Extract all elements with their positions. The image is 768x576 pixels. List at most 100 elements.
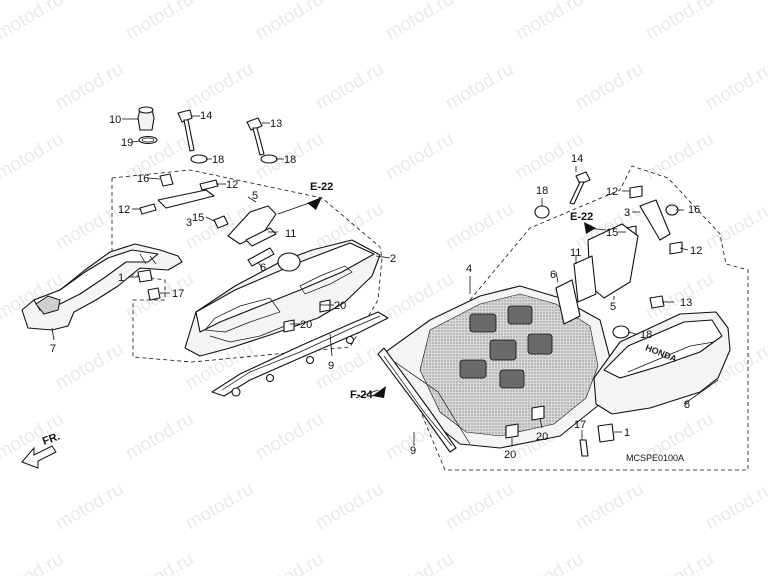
watermark-text: motod.ru: [312, 59, 387, 115]
front-cover-gasket: [377, 347, 457, 453]
side-cover-body: [21, 243, 183, 331]
cover-bolt: [579, 439, 589, 457]
side-cover-detail: [139, 253, 157, 265]
grommet: [534, 205, 550, 219]
bolt-shank: [569, 181, 585, 205]
breather-cover: [227, 205, 277, 245]
gasket-strip: [377, 347, 457, 453]
gasket-hole: [305, 355, 315, 365]
callout-l-19: 19: [121, 137, 133, 149]
seal: [573, 255, 597, 303]
callout-l-9b: 9: [410, 445, 416, 457]
rubber-pad: [629, 185, 643, 199]
callout-l-5a: 5: [252, 190, 258, 202]
callout-l-13a: 13: [270, 118, 282, 130]
watermark-text: motod.ru: [702, 59, 768, 115]
callout-l-12d: 12: [690, 245, 702, 257]
callout-l-20b: 20: [300, 319, 312, 331]
ref-f24-label: F-24: [350, 389, 374, 401]
head-cover-internals: [419, 293, 599, 437]
callout-l-18c: 18: [536, 185, 548, 197]
bolt-head: [177, 109, 193, 123]
watermark-text: motod.ru: [0, 549, 67, 576]
e22-left-arrow: [307, 197, 322, 210]
callout-l-12c: 12: [606, 186, 618, 198]
watermark-text: motod.ru: [0, 0, 67, 44]
front-arrow-label: FR.: [41, 430, 62, 447]
head-cover-rim: [391, 359, 471, 445]
bolt-shank: [252, 127, 265, 156]
callout-l-11b: 11: [570, 247, 581, 259]
right-group-frame: [399, 165, 749, 471]
callout-l-15b: 15: [606, 227, 618, 239]
callout-l-1a: 1: [118, 272, 124, 284]
watermark-text: motod.ru: [442, 199, 517, 255]
watermark-text: motod.ru: [572, 479, 647, 535]
bolt-shank: [183, 119, 195, 152]
watermark-text: motod.ru: [252, 549, 327, 576]
callout-l-3b: 3: [624, 207, 630, 219]
watermark-text: motod.ru: [122, 549, 197, 576]
callout-l-15a: 15: [192, 212, 204, 224]
cover-bolt: [137, 269, 153, 283]
left-side-cover: [21, 243, 183, 331]
rear-head-cover-top: [195, 242, 375, 333]
figure-code: MCSPE0100A: [626, 453, 684, 463]
rear-head-cover: [184, 239, 381, 357]
watermark-text: motod.ru: [642, 549, 717, 576]
callout-l-4: 4: [466, 263, 472, 275]
callout-l-6b: 6: [550, 269, 556, 281]
watermark-text: motod.ru: [122, 409, 197, 465]
left-assembly-boundary: [111, 169, 383, 363]
plate: [157, 189, 215, 209]
front-direction-arrow: [21, 445, 57, 469]
callout-l-11a: 11: [285, 228, 296, 240]
watermark-text: motod.ru: [52, 199, 127, 255]
plug: [319, 299, 331, 313]
callout-l-17a: 17: [172, 288, 184, 300]
front-cover-ridge: [627, 341, 715, 373]
callout-l-20d: 20: [504, 449, 516, 461]
callout-l-18a: 18: [212, 154, 224, 166]
gasket-outline: [211, 311, 389, 397]
watermark-text: motod.ru: [642, 0, 717, 44]
bolt-head: [246, 117, 263, 131]
watermark-text: motod.ru: [382, 549, 457, 576]
right-assembly-boundary: [399, 165, 749, 471]
callout-l-1b: 1: [624, 427, 630, 439]
callout-l-8: 8: [684, 399, 690, 411]
rear-cover-relief-2: [299, 265, 353, 295]
bolt-head: [575, 171, 591, 185]
cover-bolt: [597, 423, 615, 443]
side-cover-end: [35, 295, 61, 315]
plug: [283, 319, 295, 333]
callout-l-13b: 13: [680, 297, 692, 309]
front-cylinder-cover: HONDA: [593, 311, 731, 415]
callout-l-9a: 9: [328, 360, 334, 372]
gasket-hole: [265, 373, 275, 383]
gasket-inner: [221, 315, 381, 391]
rubber-pad: [139, 203, 157, 215]
callout-l-14b: 14: [571, 153, 583, 165]
nut: [159, 173, 174, 187]
watermark-text: motod.ru: [382, 0, 457, 44]
left-group-frame: [111, 169, 383, 363]
watermark-text: motod.ru: [182, 479, 257, 535]
cover-bolt: [147, 287, 161, 301]
callout-l-6a: 6: [260, 262, 266, 274]
callout-l-5b: 5: [610, 301, 616, 313]
watermark-text: motod.ru: [182, 59, 257, 115]
gasket-hole: [231, 387, 241, 397]
watermark-text: motod.ru: [642, 129, 717, 185]
grommet: [612, 325, 630, 339]
camshaft-lobes: [459, 305, 553, 389]
reference-arrows: [277, 197, 607, 399]
watermark-text: motod.ru: [512, 549, 587, 576]
bolt: [649, 295, 665, 309]
grommet: [260, 154, 278, 164]
watermark-text: motod.ru: [52, 479, 127, 535]
callout-l-12b: 12: [118, 204, 130, 216]
front-arrow-icon: [21, 445, 57, 469]
seal: [247, 247, 275, 267]
